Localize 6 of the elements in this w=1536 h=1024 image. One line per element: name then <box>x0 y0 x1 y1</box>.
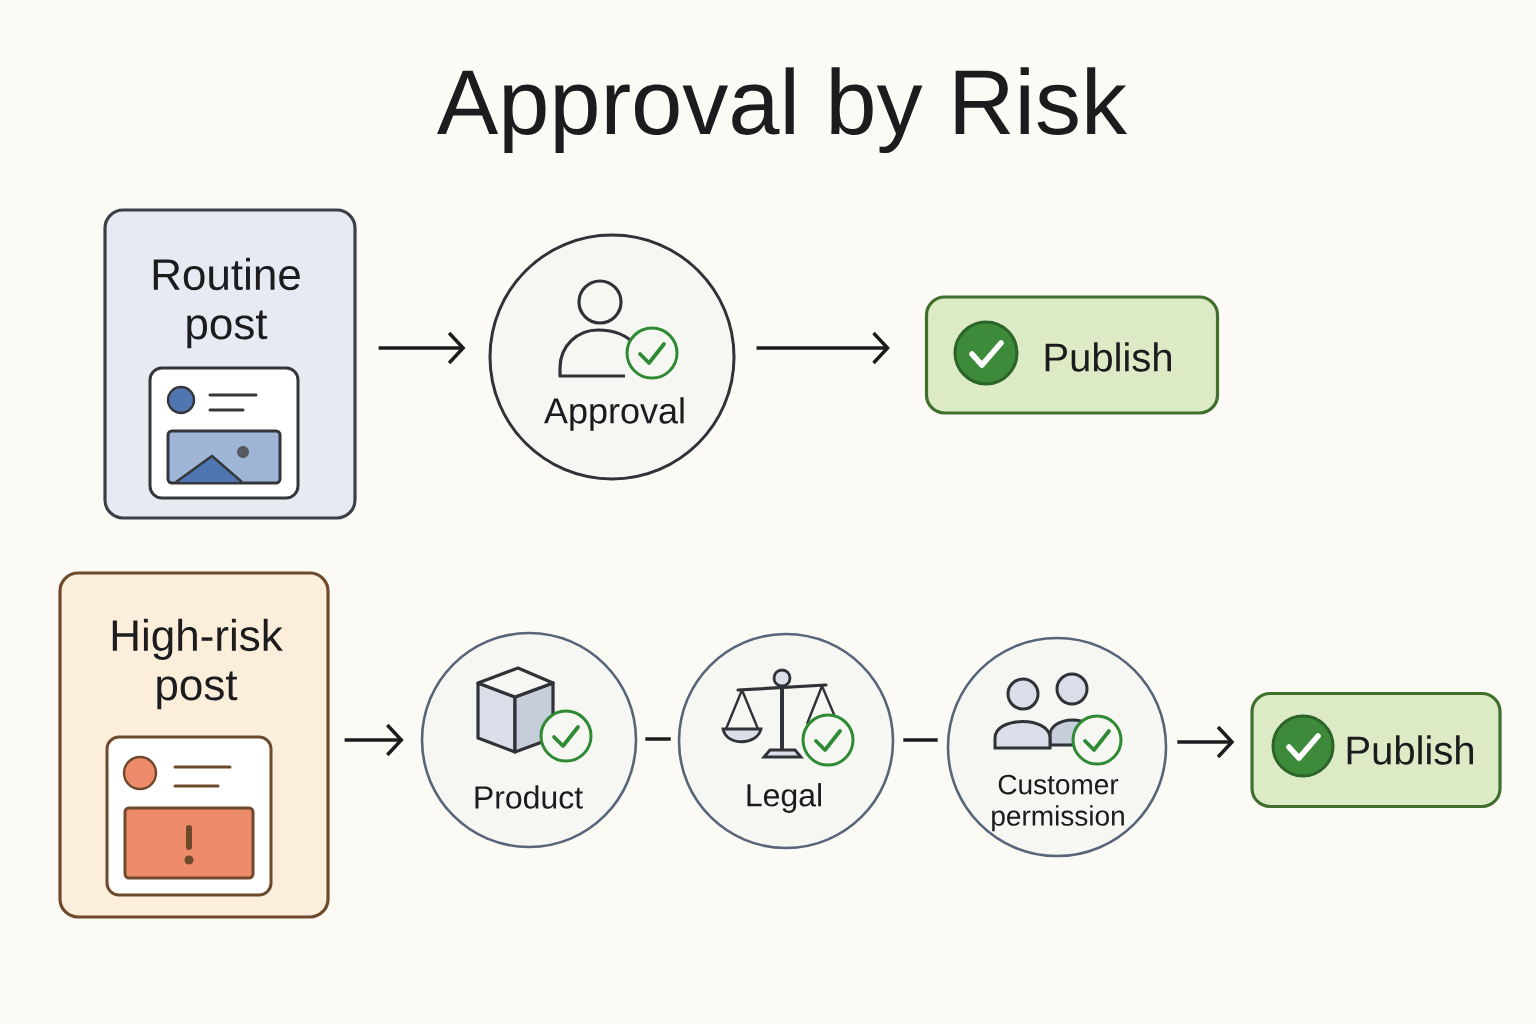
connector-line <box>645 737 671 741</box>
arrow <box>378 331 466 365</box>
result-box: Publish <box>924 295 1220 415</box>
title: Approval by Risk <box>437 67 1128 154</box>
arrow <box>756 331 890 365</box>
connector-line <box>903 738 938 742</box>
